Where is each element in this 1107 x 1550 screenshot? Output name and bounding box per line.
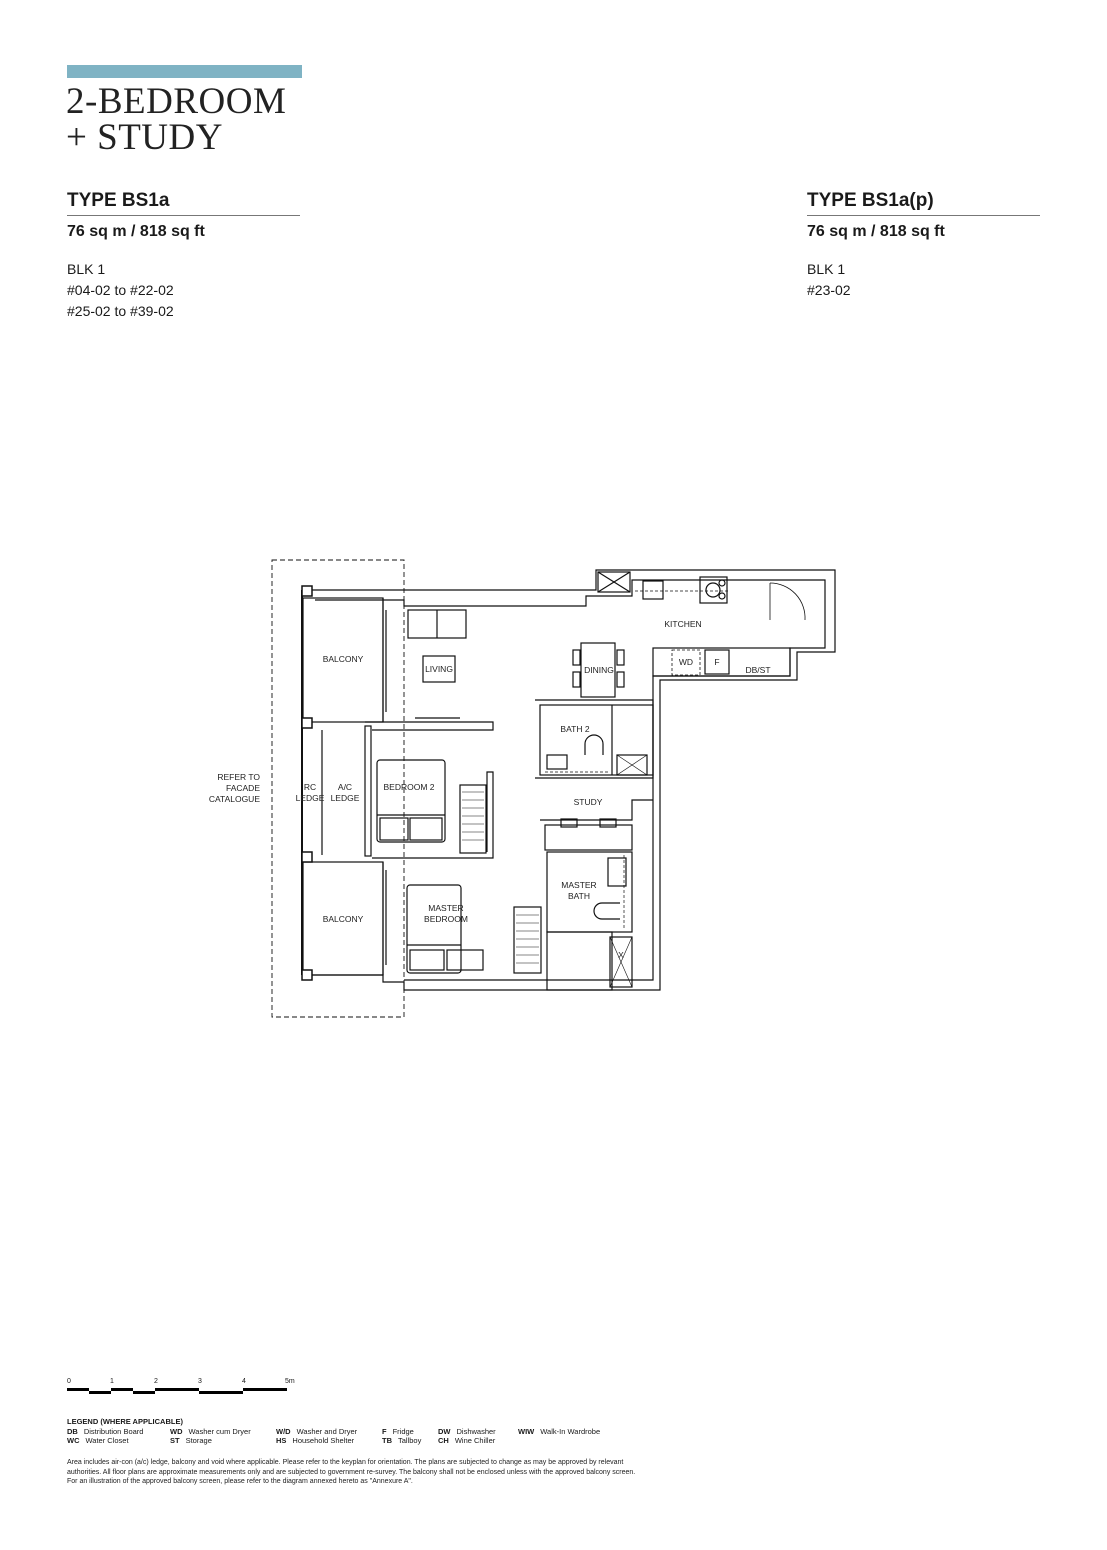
unit-type-title: TYPE BS1a [67,190,300,216]
label-ac-ledge: A/C [338,782,352,792]
scale-tick: 2 [154,1378,158,1385]
unit-range: #25-02 to #39-02 [67,303,174,319]
unit-type-title: TYPE BS1a(p) [807,190,1040,216]
legend-label: Washer cum Dryer [188,1426,251,1436]
scale-tick: 1 [110,1378,114,1385]
label-master-bedroom: MASTER [428,903,463,913]
label-facade: REFER TO [217,772,260,782]
legend: LEGEND (WHERE APPLICABLE) DB Distribution… [67,1417,618,1446]
legend-code: CH [438,1436,449,1445]
title-line-1: 2-BEDROOM [66,81,287,122]
label-bath-2: BATH 2 [560,724,589,734]
unit-area: 76 sq m / 818 sq ft [807,223,945,240]
legend-code: W/D [276,1426,291,1436]
master-wardrobe [513,906,542,974]
label-living: LIVING [425,664,453,674]
master-bed [406,884,462,974]
legend-title: LEGEND (WHERE APPLICABLE) [67,1417,183,1426]
label-rc-ledge: RC [304,782,316,792]
study-desk [544,824,633,851]
block-label: BLK 1 [807,261,846,277]
legend-code: WIW [518,1426,535,1436]
legend-label: Walk-In Wardrobe [540,1426,601,1436]
outer-wall [302,569,836,991]
unit-list: BLK 1 #04-02 to #22-02 #25-02 to #39-02 [67,259,300,322]
label-master-bedroom: BEDROOM [424,914,468,924]
label-shelter: X [618,950,624,960]
dining-table [580,642,616,698]
unit-type-bs1a: TYPE BS1a 76 sq m / 818 sq ft BLK 1 #04-… [67,190,300,322]
label-bedroom-2: BEDROOM 2 [383,782,434,792]
scale-tick: 4 [242,1378,246,1385]
label-balcony: BALCONY [323,914,364,924]
legend-label: Washer and Dryer [296,1426,358,1436]
legend-label: Water Closet [85,1436,129,1445]
legend-item: CH Wine Chiller [438,1436,518,1446]
legend-label: Storage [185,1436,212,1445]
legend-item: DB Distribution Board [67,1427,170,1437]
legend-code: F [382,1426,387,1436]
label-kitchen: KITCHEN [664,619,701,629]
page-title: 2-BEDROOM + STUDY [66,81,287,158]
bed-2 [376,759,446,843]
legend-label: Wine Chiller [454,1436,496,1445]
legend-item: WD Washer cum Dryer [170,1427,276,1437]
legend-label: Dishwasher [456,1426,496,1436]
label-dining: DINING [584,665,614,675]
label-rc-ledge: LEDGE [296,793,325,803]
title-line-2: + STUDY [66,117,223,158]
facade-outline [271,559,405,1018]
legend-item: WIW Walk-In Wardrobe [518,1427,618,1437]
legend-item: F Fridge [382,1427,438,1437]
legend-label: Household Shelter [292,1436,355,1445]
label-wd: WD [679,657,693,667]
legend-label: Fridge [392,1426,414,1436]
shelter-bottom [609,936,633,988]
scale-tick: 0 [67,1378,71,1385]
label-balcony: BALCONY [323,654,364,664]
legend-item: TB Tallboy [382,1436,438,1446]
scale-tick: 5m [285,1378,295,1385]
label-dbst: DB/ST [745,665,770,675]
unit-range: #23-02 [807,282,851,298]
outer-wall [315,579,826,981]
legend-code: TB [382,1436,392,1445]
legend-code: DW [438,1426,451,1436]
legend-label: Tallboy [398,1436,422,1445]
legend-item: WC Water Closet [67,1436,170,1446]
legend-item: W/D Washer and Dryer [276,1427,382,1437]
label-fridge: F [714,657,719,667]
wardrobe-2 [459,784,487,854]
toilet [584,734,604,755]
label-ac-ledge: LEDGE [331,793,360,803]
legend-code: HS [276,1436,287,1445]
unit-area: 76 sq m / 818 sq ft [67,223,205,240]
coffee-table [422,655,456,683]
legend-code: DB [67,1426,78,1436]
unit-list: BLK 1 #23-02 [807,259,1040,301]
unit-type-bs1a-p: TYPE BS1a(p) 76 sq m / 818 sq ft BLK 1 #… [807,190,1040,301]
legend-code: ST [170,1436,180,1445]
legend-item: DW Dishwasher [438,1427,518,1437]
accent-bar [67,65,302,78]
label-study: STUDY [574,797,603,807]
label-facade: FACADE [226,783,260,793]
scale-bar: 0 1 2 3 4 5m [67,1378,307,1398]
shelter-top [597,571,631,593]
block-label: BLK 1 [67,261,106,277]
legend-item: ST Storage [170,1436,276,1446]
label-master-bath: BATH [568,891,590,901]
label-facade: CATALOGUE [209,794,260,804]
legend-code: WD [170,1426,183,1436]
legend-label: Distribution Board [83,1426,144,1436]
disclaimer: Area includes air-con (a/c) ledge, balco… [67,1459,636,1485]
label-master-bath: MASTER [561,880,596,890]
scale-tick: 3 [198,1378,202,1385]
legend-item: HS Household Shelter [276,1436,382,1446]
legend-code: WC [67,1436,80,1445]
unit-range: #04-02 to #22-02 [67,282,174,298]
